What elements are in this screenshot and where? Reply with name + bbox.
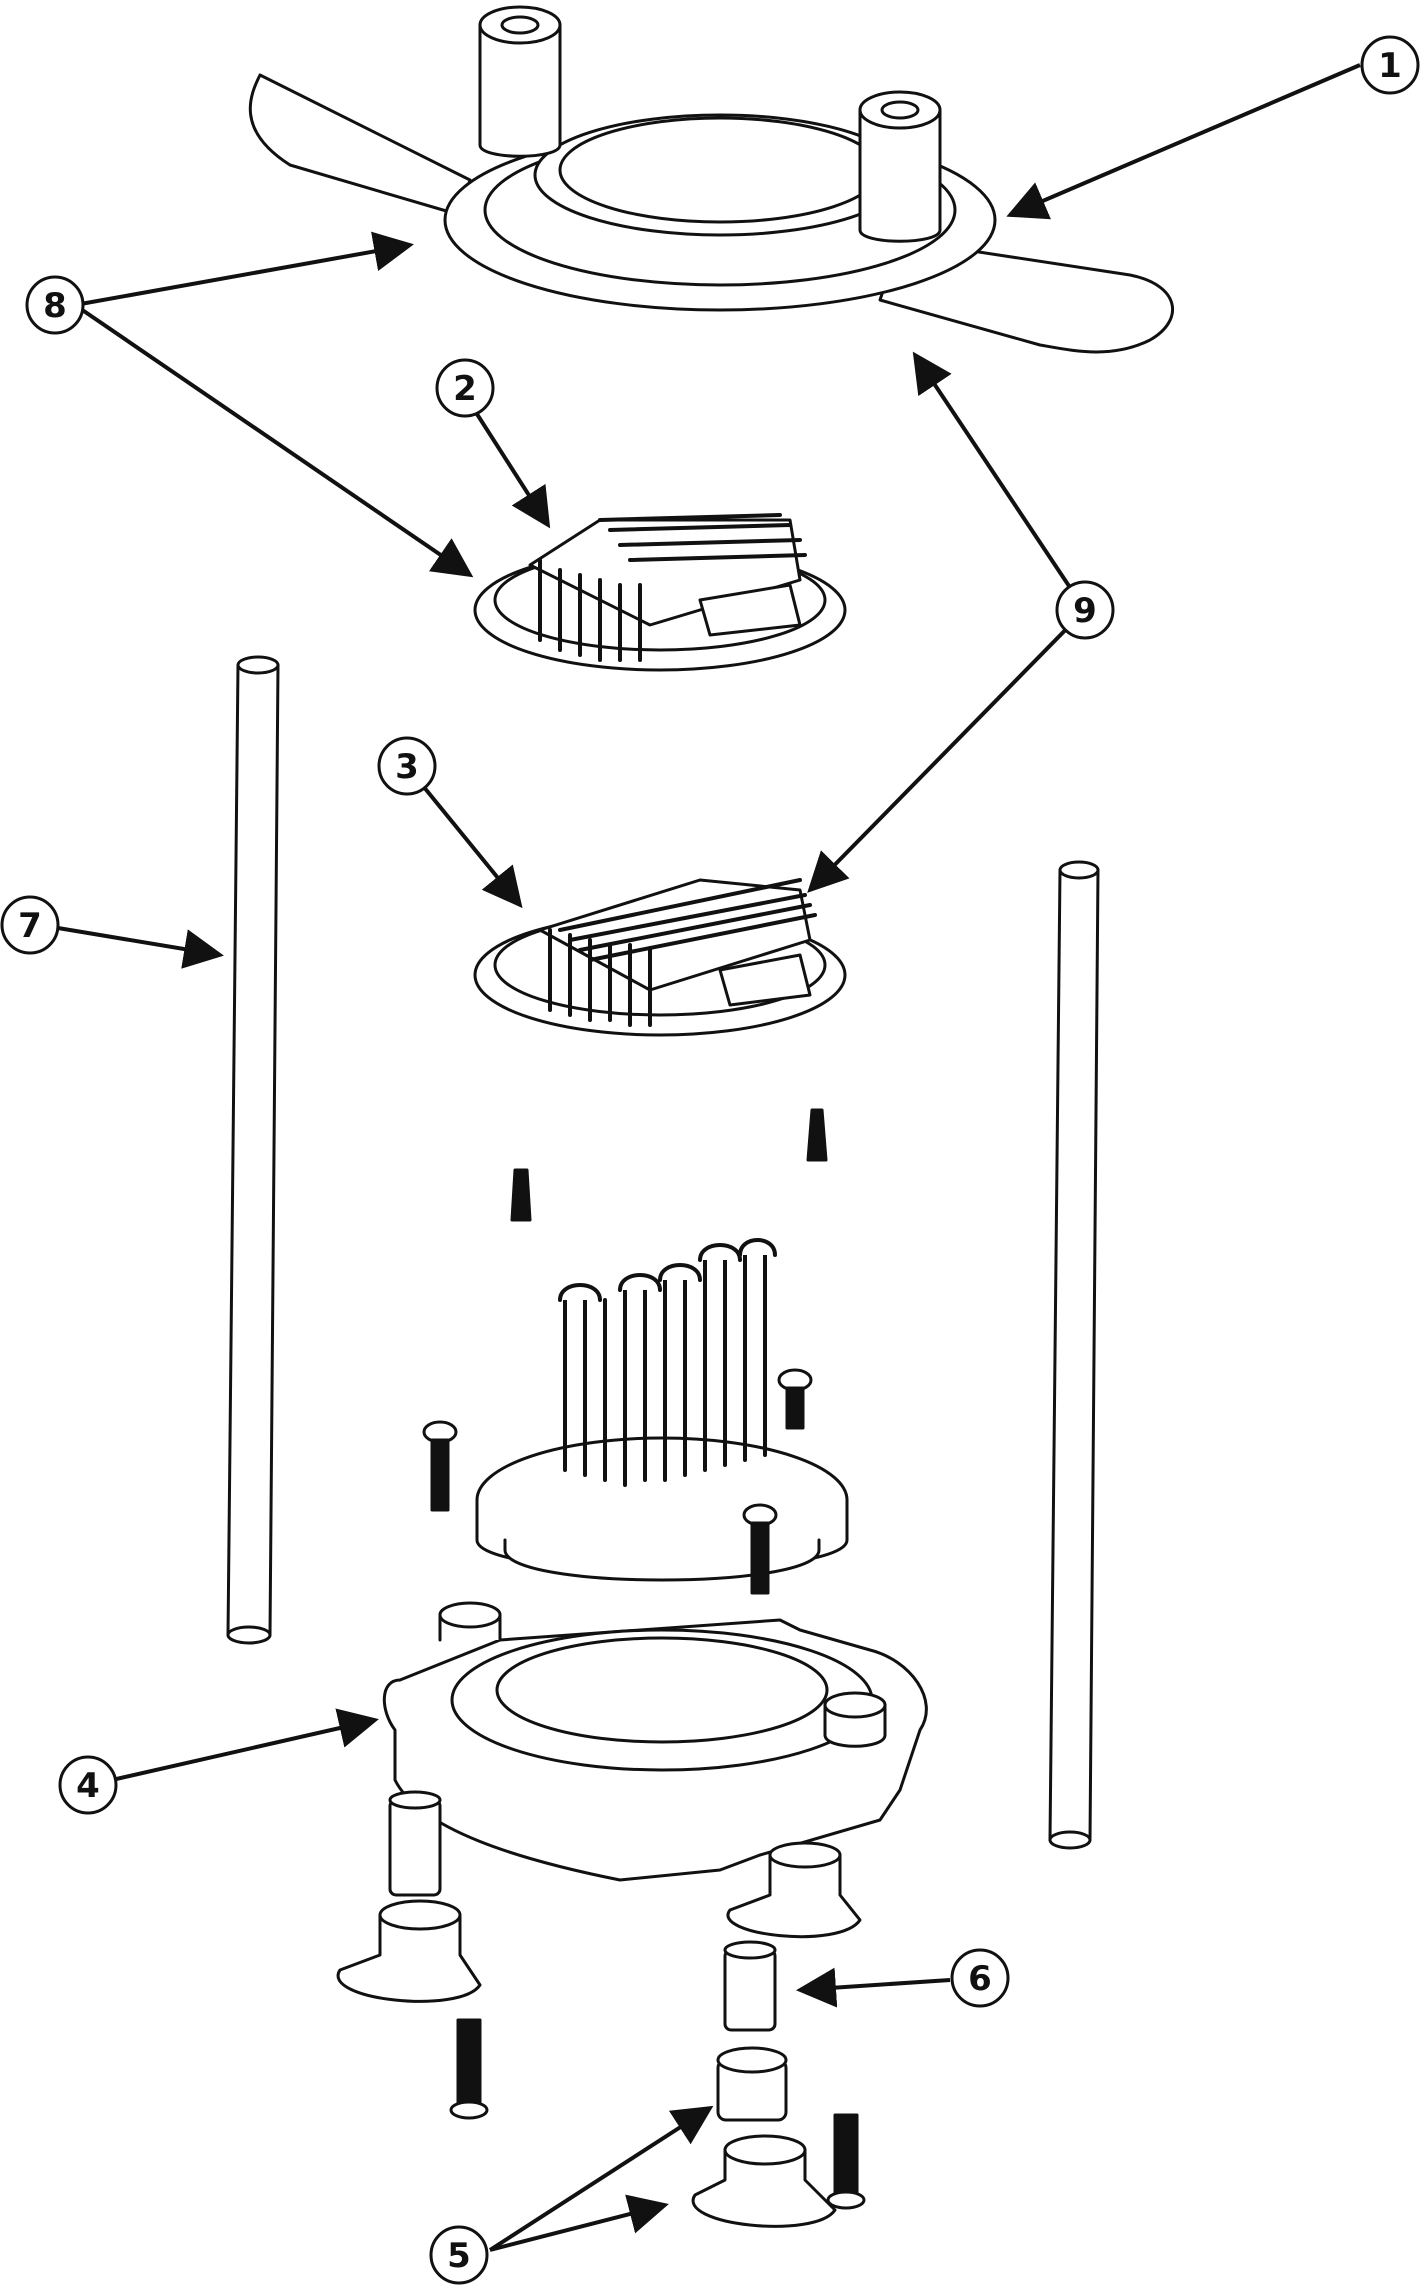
leader-arrow-7: [39, 923, 224, 969]
foot-cup-right-upper: [726, 1841, 862, 1939]
callout-label-4: 4: [76, 1766, 100, 1806]
slicer-blade-grid-lower: [473, 878, 847, 1037]
screw-small-right: [806, 1108, 828, 1162]
callout-label-3: 3: [395, 747, 419, 787]
screw-foot-right: [826, 2113, 866, 2210]
slicer-blade-grid-upper: [473, 513, 847, 672]
screw-small-left: [510, 1168, 532, 1222]
leader-arrow-9a: [912, 351, 1087, 612]
foot-cup-right-lower: [691, 2134, 837, 2228]
callout-2: 2: [435, 358, 495, 418]
base-frame: [382, 1601, 928, 1882]
callout-1: 1: [1360, 35, 1420, 95]
callout-label-7: 7: [18, 906, 42, 946]
assembly-screw-right: [777, 1368, 813, 1430]
foot-spacer-left: [388, 1790, 442, 1897]
callout-8: 8: [25, 275, 85, 335]
callout-3: 3: [377, 736, 437, 796]
callout-7: 7: [0, 895, 60, 955]
leader-arrow-8b: [73, 303, 474, 578]
foot-cup-left: [336, 1899, 482, 2003]
leader-arrow-5a: [488, 2105, 714, 2252]
callout-label-5: 5: [447, 2236, 471, 2276]
callout-4: 4: [58, 1755, 118, 1815]
screw-foot-left: [449, 2018, 489, 2120]
leader-arrow-2: [466, 398, 551, 529]
leader-arrow-9b: [807, 608, 1087, 893]
leader-arrow-5b: [489, 2194, 669, 2252]
leader-arrow-1: [1006, 63, 1361, 220]
callout-label-8: 8: [43, 286, 67, 326]
foot-spacer-right: [723, 1940, 777, 2032]
callout-6: 6: [950, 1948, 1010, 2008]
callout-label-9: 9: [1073, 591, 1097, 631]
callout-label-2: 2: [453, 369, 477, 409]
assembly-screw-left: [422, 1420, 458, 1512]
leader-arrow-6: [796, 1967, 951, 2008]
foot-bushing-right: [716, 2046, 788, 2122]
callout-label-1: 1: [1378, 46, 1402, 86]
callout-label-6: 6: [968, 1959, 992, 1999]
leader-arrow-3: [408, 768, 523, 909]
assembly-screw-front: [742, 1503, 778, 1595]
callout-9: 9: [1055, 580, 1115, 640]
guide-rod-left: [226, 655, 280, 1645]
leader-arrow-4: [89, 1708, 379, 1787]
top-handle-plate: [248, 5, 1175, 354]
callout-5: 5: [429, 2225, 489, 2285]
guide-rod-right: [1048, 860, 1100, 1850]
leader-arrow-8a: [74, 231, 414, 307]
